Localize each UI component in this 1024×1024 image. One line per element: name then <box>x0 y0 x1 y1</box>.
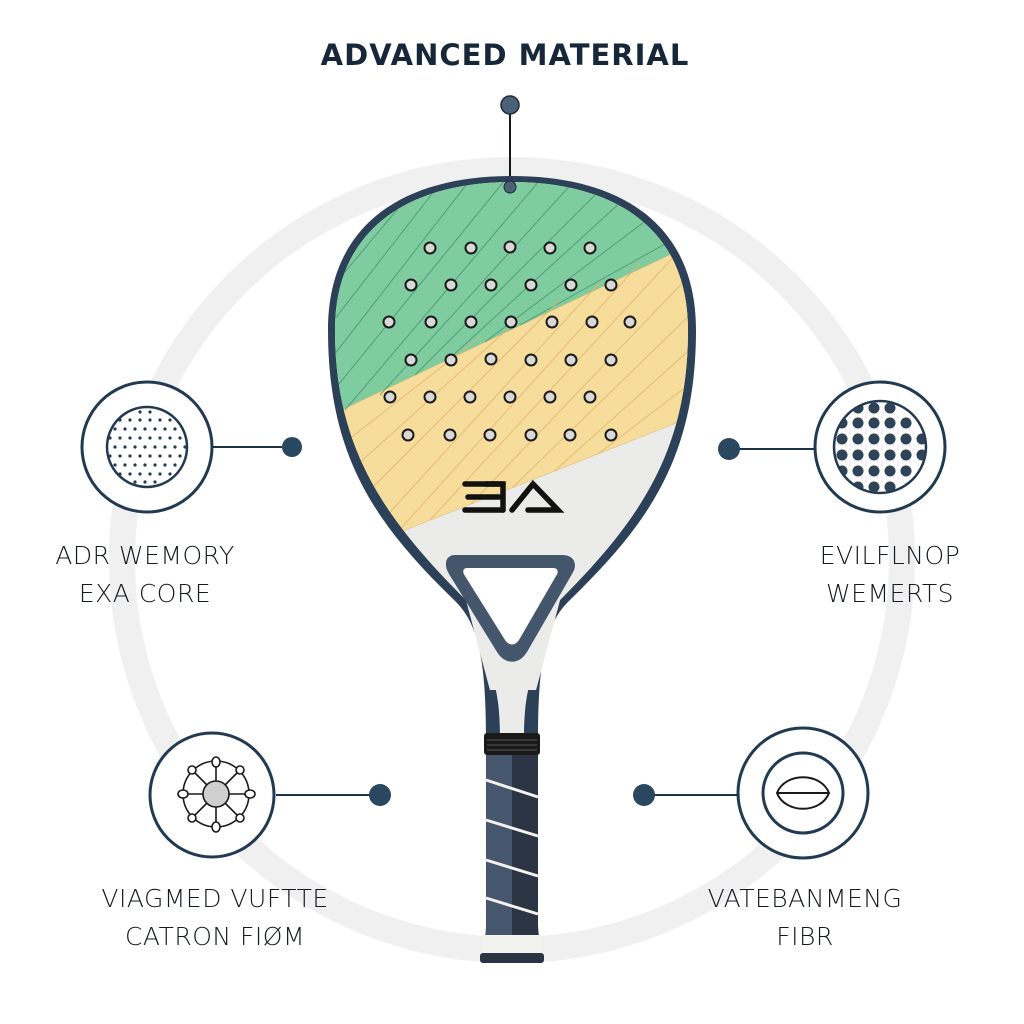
label-line: ADR WEMORY <box>55 541 235 570</box>
label-line: VIAGMED VUFTTE <box>101 884 329 913</box>
molecule-network-icon <box>177 756 256 833</box>
callout-label-top-left: ADR WEMORY EXA CORE <box>30 537 260 613</box>
callout-bottom-right[interactable] <box>633 726 870 860</box>
callout-label-bottom-left: VIAGMED VUFTTE CATRON FIØM <box>60 880 370 956</box>
label-line: EVILFLNOP <box>819 541 961 570</box>
callout-label-top-right: EVILFLNOP WEMERTS <box>770 537 1010 613</box>
callout-label-bottom-right: VATEBANMENG FIBR <box>670 880 940 956</box>
label-line: EXA CORE <box>78 579 212 608</box>
brand-logo <box>462 479 565 513</box>
top-connector <box>500 95 520 186</box>
label-line: VATEBANMENG <box>707 884 903 913</box>
callout-top-left[interactable] <box>80 380 302 514</box>
page-title: ADVANCED MATERIAL <box>320 38 690 72</box>
fiber-lens-icon <box>775 776 831 810</box>
label-line: CATRON FIØM <box>124 922 306 951</box>
callout-bottom-left[interactable] <box>148 731 391 859</box>
padel-racket <box>328 176 696 963</box>
label-line: WEMERTS <box>825 579 955 608</box>
handle-collar <box>484 733 540 755</box>
dotted-foam-icon <box>108 410 187 484</box>
callout-top-right[interactable] <box>718 380 947 514</box>
label-line: FIBR <box>776 922 834 951</box>
racket-holes <box>382 240 637 442</box>
